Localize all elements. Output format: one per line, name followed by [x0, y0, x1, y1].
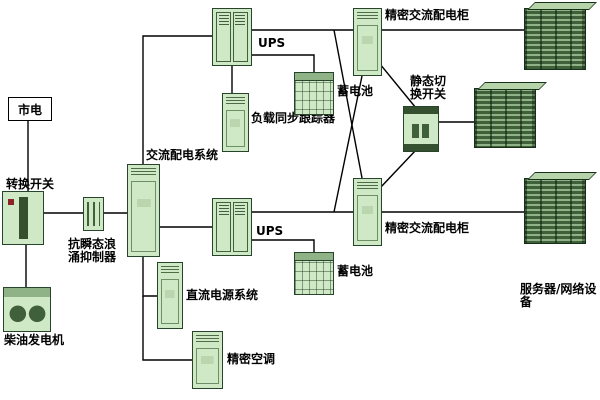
ups-1-cabinet	[212, 8, 252, 66]
precision-ac-dist-cabinet-1	[353, 8, 382, 76]
dc-power-label: 直流电源系统	[186, 288, 259, 302]
battery-1-label: 蓄电池	[337, 84, 374, 98]
ups-2-cabinet	[212, 198, 252, 256]
precision-aircon-cabinet	[192, 331, 223, 389]
ups-1-label: UPS	[258, 36, 286, 50]
battery-2	[294, 252, 334, 295]
server-rack-3	[524, 178, 586, 244]
precision-ac-dist-1-label: 精密交流配电柜	[385, 8, 470, 22]
precision-ac-dist-2-label: 精密交流配电柜	[385, 221, 470, 235]
transfer-switch-label: 转换开关	[6, 177, 55, 191]
diesel-generator-label: 柴油发电机	[4, 333, 65, 347]
precision-aircon-label: 精密空调	[227, 352, 276, 366]
static-switch-label: 静态切 换开关	[410, 74, 447, 101]
battery-2-label: 蓄电池	[337, 264, 374, 278]
surge-suppressor-device	[83, 197, 104, 231]
load-sync-tracker-cabinet	[222, 93, 249, 152]
transfer-switch-device	[2, 191, 44, 245]
ups-2-label: UPS	[256, 224, 284, 238]
ac-distribution-label: 交流配电系统	[146, 148, 219, 162]
ac-distribution-cabinet	[127, 164, 160, 257]
server-rack-1	[524, 8, 586, 70]
static-transfer-switch-device	[403, 106, 439, 152]
dc-power-cabinet	[157, 262, 183, 329]
server-rack-2	[474, 88, 536, 148]
servers-label: 服务器/网络设备	[520, 282, 597, 309]
mains-power-box: 市电	[8, 97, 52, 121]
surge-suppressor-label: 抗瞬态浪 涌抑制器	[68, 237, 117, 264]
battery-1	[294, 72, 334, 115]
diesel-generator-device	[3, 287, 51, 332]
precision-ac-dist-cabinet-2	[353, 178, 382, 246]
